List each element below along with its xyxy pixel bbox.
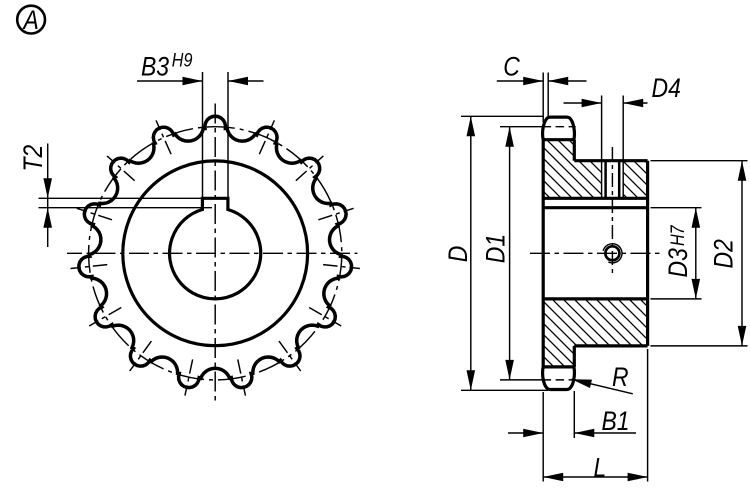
svg-text:D2: D2: [709, 239, 739, 268]
svg-text:B3: B3: [141, 52, 169, 82]
svg-text:H9: H9: [172, 49, 193, 71]
svg-text:T2: T2: [18, 145, 48, 172]
svg-text:B1: B1: [602, 406, 630, 436]
svg-text:D1: D1: [481, 234, 511, 263]
svg-text:H7: H7: [667, 224, 689, 246]
svg-text:D: D: [443, 246, 473, 263]
svg-text:R: R: [612, 362, 629, 392]
svg-text:C: C: [503, 52, 520, 82]
svg-text:D3: D3: [663, 248, 693, 277]
svg-text:L: L: [594, 453, 607, 483]
svg-text:A: A: [22, 5, 39, 35]
svg-text:D4: D4: [652, 73, 681, 103]
